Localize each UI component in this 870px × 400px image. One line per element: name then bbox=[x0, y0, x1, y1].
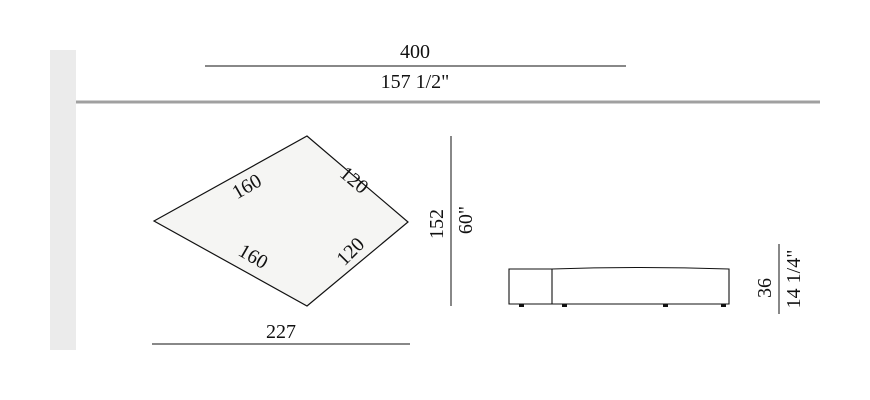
side-view-foot bbox=[519, 304, 524, 307]
left-panel bbox=[50, 50, 76, 350]
top-view-shape bbox=[152, 135, 409, 307]
side-view-foot bbox=[562, 304, 567, 307]
height-cm-label: 36 bbox=[754, 278, 776, 298]
side-view-foot bbox=[663, 304, 668, 307]
overall-width-cm-label: 400 bbox=[400, 41, 430, 63]
depth-cm-label: 152 bbox=[426, 209, 448, 239]
side-view bbox=[508, 266, 730, 307]
side-view-body bbox=[508, 266, 730, 305]
side-view-foot bbox=[721, 304, 726, 307]
height-in-label: 14 1/4" bbox=[783, 250, 805, 309]
base-width-label: 227 bbox=[266, 321, 296, 343]
depth-in-label: 60" bbox=[455, 206, 477, 234]
overall-width-in-label: 157 1/2" bbox=[381, 71, 450, 93]
